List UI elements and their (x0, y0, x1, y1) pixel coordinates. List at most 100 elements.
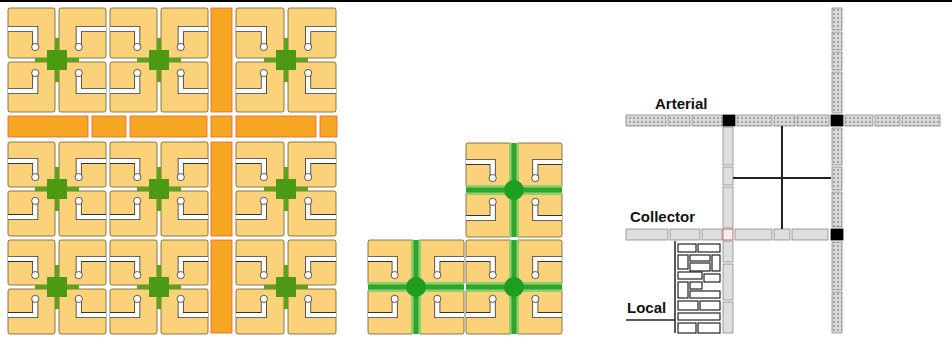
cul-de-sac-outline (308, 161, 336, 177)
local-block (678, 272, 702, 279)
local-block (690, 255, 710, 261)
cul-de-sac-outline (8, 201, 35, 217)
park (276, 179, 296, 199)
turnaround (305, 174, 312, 181)
arterial-road (832, 242, 842, 290)
cul-de-sac-outline (79, 29, 106, 47)
local-block (704, 274, 720, 282)
cul-de-sac-outline (181, 259, 208, 275)
neighbourhood-quad (110, 8, 208, 112)
intersection (831, 229, 843, 240)
cul-de-sac (308, 161, 336, 177)
collector-road (723, 167, 733, 185)
cul-de-sac (110, 29, 137, 47)
arterial-band (236, 116, 316, 137)
turnaround (75, 43, 82, 50)
cul-de-sac (181, 29, 208, 47)
turnaround (532, 295, 539, 302)
cul-de-sac (535, 259, 562, 275)
local-block (698, 244, 720, 252)
cul-de-sac (236, 73, 264, 91)
neighbourhood-quad (236, 8, 336, 112)
turnaround (260, 197, 267, 204)
park (47, 277, 67, 297)
cul-de-sac-outline (110, 29, 137, 47)
turnaround (260, 272, 267, 279)
park (47, 50, 67, 70)
cul-de-sac-outline (8, 73, 35, 91)
cul-de-sac-outline (8, 29, 35, 47)
cul-de-sac (236, 201, 264, 217)
collector-road (723, 302, 733, 333)
turnaround (32, 174, 39, 181)
lot-block (466, 240, 512, 285)
turnaround (434, 272, 441, 279)
lot-block (368, 240, 414, 285)
arterial-road (626, 115, 666, 126)
local-street (781, 126, 783, 229)
arterial-road (832, 167, 842, 190)
arterial-road (692, 115, 722, 126)
turnaround (532, 198, 539, 205)
arterial-road (832, 32, 842, 50)
turnaround (391, 272, 398, 279)
arterial-road (875, 115, 900, 126)
road-class-label: Local (627, 300, 666, 315)
cul-de-sac-outline (181, 161, 208, 177)
neighbourhood-quad (110, 142, 208, 236)
cul-de-sac (110, 299, 137, 315)
turnaround (134, 43, 141, 50)
cul-de-sac (79, 299, 106, 315)
cul-de-sac (308, 201, 336, 217)
arterial-road (832, 8, 842, 30)
park (276, 277, 296, 297)
turnaround (260, 174, 267, 181)
local-block (690, 282, 702, 289)
top-rule (0, 0, 952, 2)
cul-de-sac (181, 73, 208, 91)
cul-de-sac (110, 161, 137, 177)
cul-de-sac-outline (535, 202, 562, 218)
cul-de-sac (8, 299, 35, 315)
turnaround (75, 272, 82, 279)
park (504, 277, 524, 297)
cul-de-sac (368, 299, 395, 315)
local-block (678, 282, 688, 298)
cul-de-sac-outline (79, 201, 106, 217)
neighbourhood-quad (466, 143, 562, 237)
cul-de-sac-outline (236, 73, 264, 91)
cul-de-sac (308, 73, 336, 91)
cul-de-sac-outline (110, 73, 137, 91)
local-street (674, 241, 676, 333)
cul-de-sac-outline (466, 202, 493, 218)
cul-de-sac (110, 73, 137, 91)
local-block (712, 255, 720, 271)
local-block (678, 244, 696, 252)
turnaround (32, 197, 39, 204)
turnaround (489, 295, 496, 302)
collector-road (792, 229, 828, 240)
arterial-road (774, 115, 795, 126)
cul-de-sac (368, 259, 395, 275)
cul-de-sac (8, 29, 35, 47)
cul-de-sac-outline (535, 162, 562, 178)
collector-road (723, 264, 733, 300)
arterial-road (668, 115, 690, 126)
cul-de-sac-outline (79, 73, 106, 91)
cul-de-sac-outline (181, 73, 208, 91)
cul-de-sac-outline (466, 162, 493, 178)
turnaround (305, 43, 312, 50)
local-block (678, 323, 696, 333)
cul-de-sac-outline (110, 201, 137, 217)
lot-block (516, 289, 562, 334)
cul-de-sac-outline (437, 259, 464, 275)
park (276, 50, 296, 70)
turnaround (489, 175, 496, 182)
cul-de-sac-outline (437, 299, 464, 315)
turnaround (391, 295, 398, 302)
cul-de-sac (79, 73, 106, 91)
cul-de-sac-outline (110, 259, 137, 275)
cul-de-sac (535, 299, 562, 315)
turnaround (532, 272, 539, 279)
